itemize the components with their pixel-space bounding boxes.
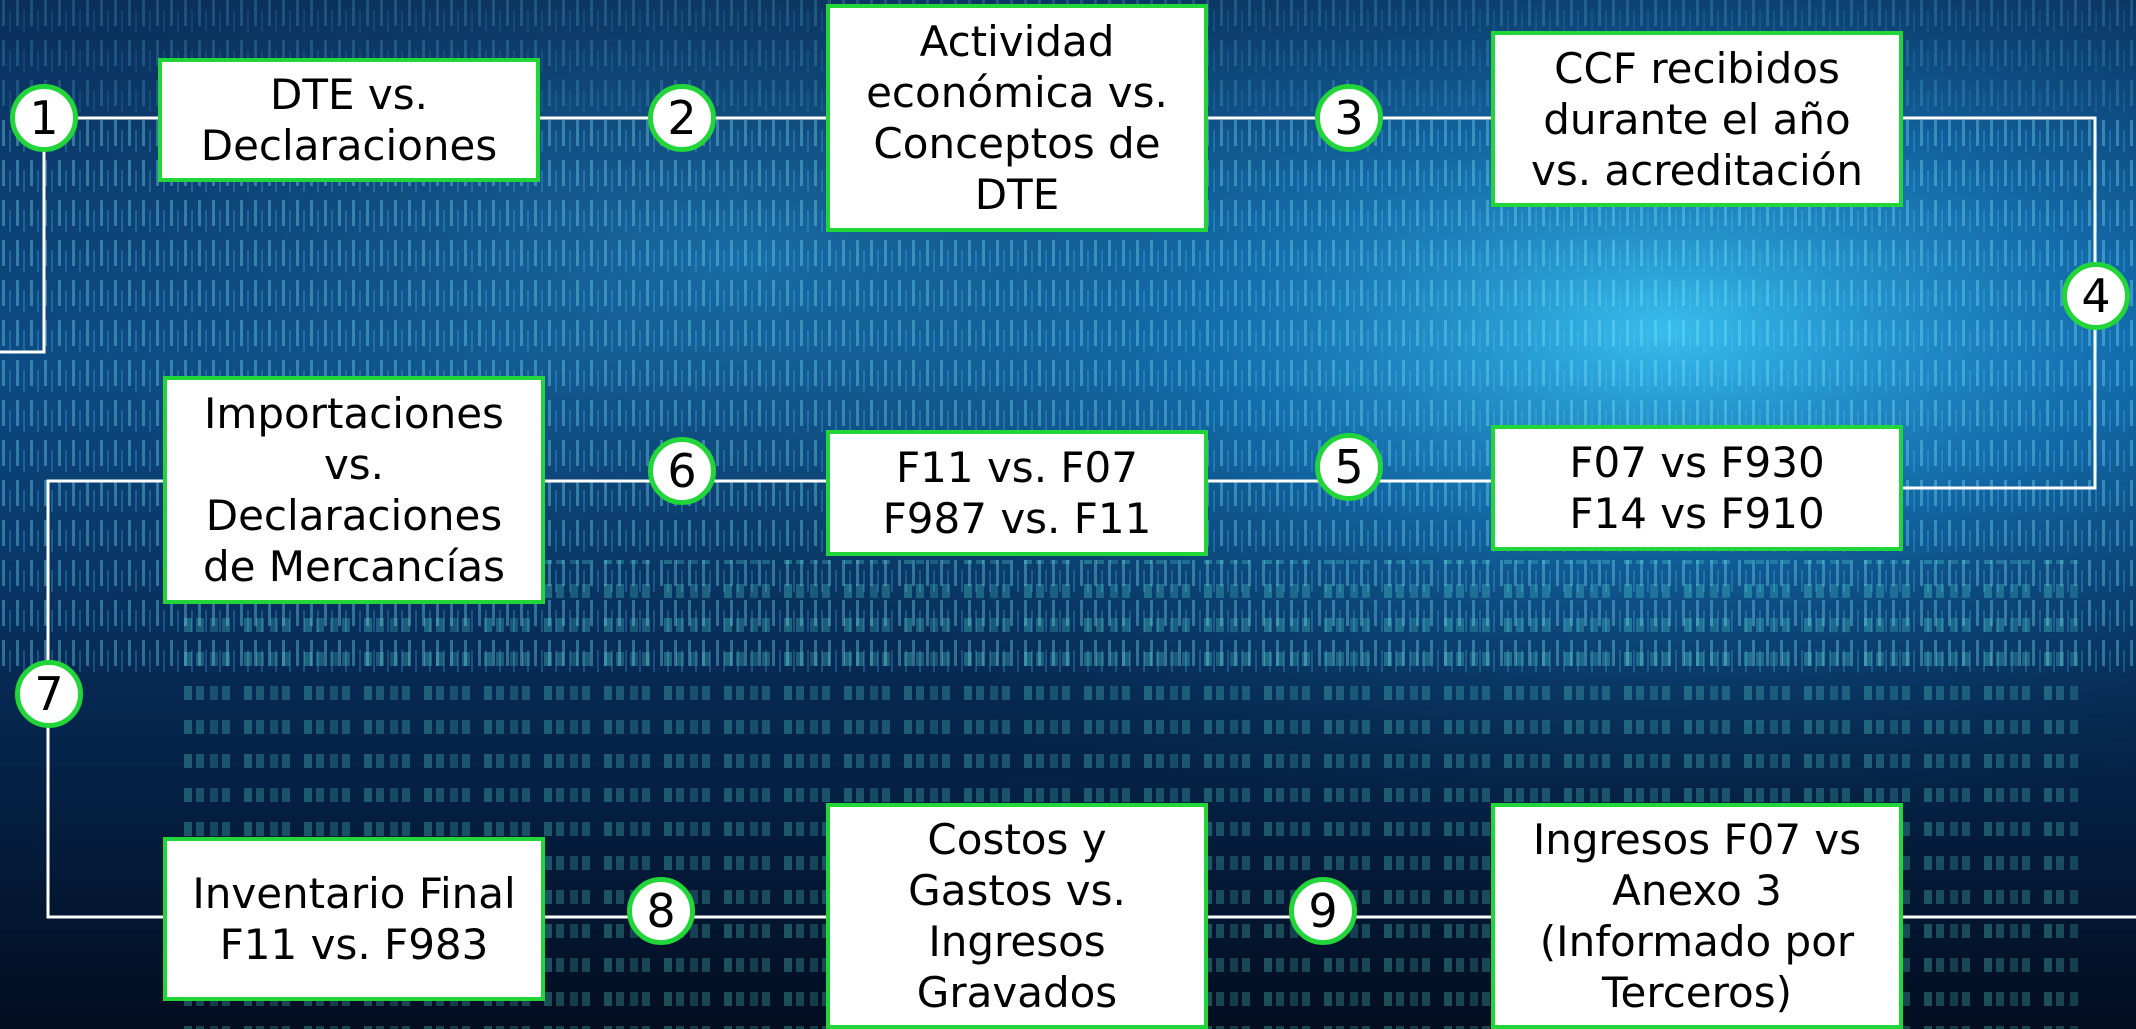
step-9-box: Ingresos F07 vs Anexo 3 (Informado por T… <box>1491 803 1903 1029</box>
step-1-number: 1 <box>10 84 78 152</box>
step-4-number: 4 <box>2062 262 2130 330</box>
step-2-box: Actividad económica vs. Conceptos de DTE <box>826 4 1208 232</box>
step-6-text: Importaciones vs. Declaraciones de Merca… <box>202 389 506 591</box>
step-8-number: 8 <box>627 877 695 945</box>
step-4-text: F07 vs F930 F14 vs F910 <box>1569 438 1825 538</box>
step-8-box: Costos y Gastos vs. Ingresos Gravados <box>826 803 1208 1029</box>
step-8-text: Costos y Gastos vs. Ingresos Gravados <box>908 815 1126 1017</box>
step-7-box: Inventario Final F11 vs. F983 <box>163 837 545 1001</box>
step-3-number: 3 <box>1315 84 1383 152</box>
step-1-text: DTE vs. Declaraciones <box>200 70 498 170</box>
step-1-box: DTE vs. Declaraciones <box>158 58 540 182</box>
step-2-number: 2 <box>648 84 716 152</box>
step-7-number: 7 <box>15 660 83 728</box>
connector-start <box>0 118 46 354</box>
step-3-box: CCF recibidos durante el año vs. acredit… <box>1491 31 1903 207</box>
step-5-number: 5 <box>1315 433 1383 501</box>
step-4-box: F07 vs F930 F14 vs F910 <box>1491 425 1903 551</box>
step-5-text: F11 vs. F07 F987 vs. F11 <box>882 443 1152 543</box>
step-7-text: Inventario Final F11 vs. F983 <box>192 869 516 969</box>
step-2-text: Actividad económica vs. Conceptos de DTE <box>866 17 1168 219</box>
step-6-box: Importaciones vs. Declaraciones de Merca… <box>163 376 545 604</box>
step-6-number: 6 <box>648 437 716 505</box>
step-3-text: CCF recibidos durante el año vs. acredit… <box>1530 43 1864 195</box>
step-9-text: Ingresos F07 vs Anexo 3 (Informado por T… <box>1532 815 1862 1017</box>
step-9-number: 9 <box>1289 877 1357 945</box>
step-5-box: F11 vs. F07 F987 vs. F11 <box>826 430 1208 556</box>
